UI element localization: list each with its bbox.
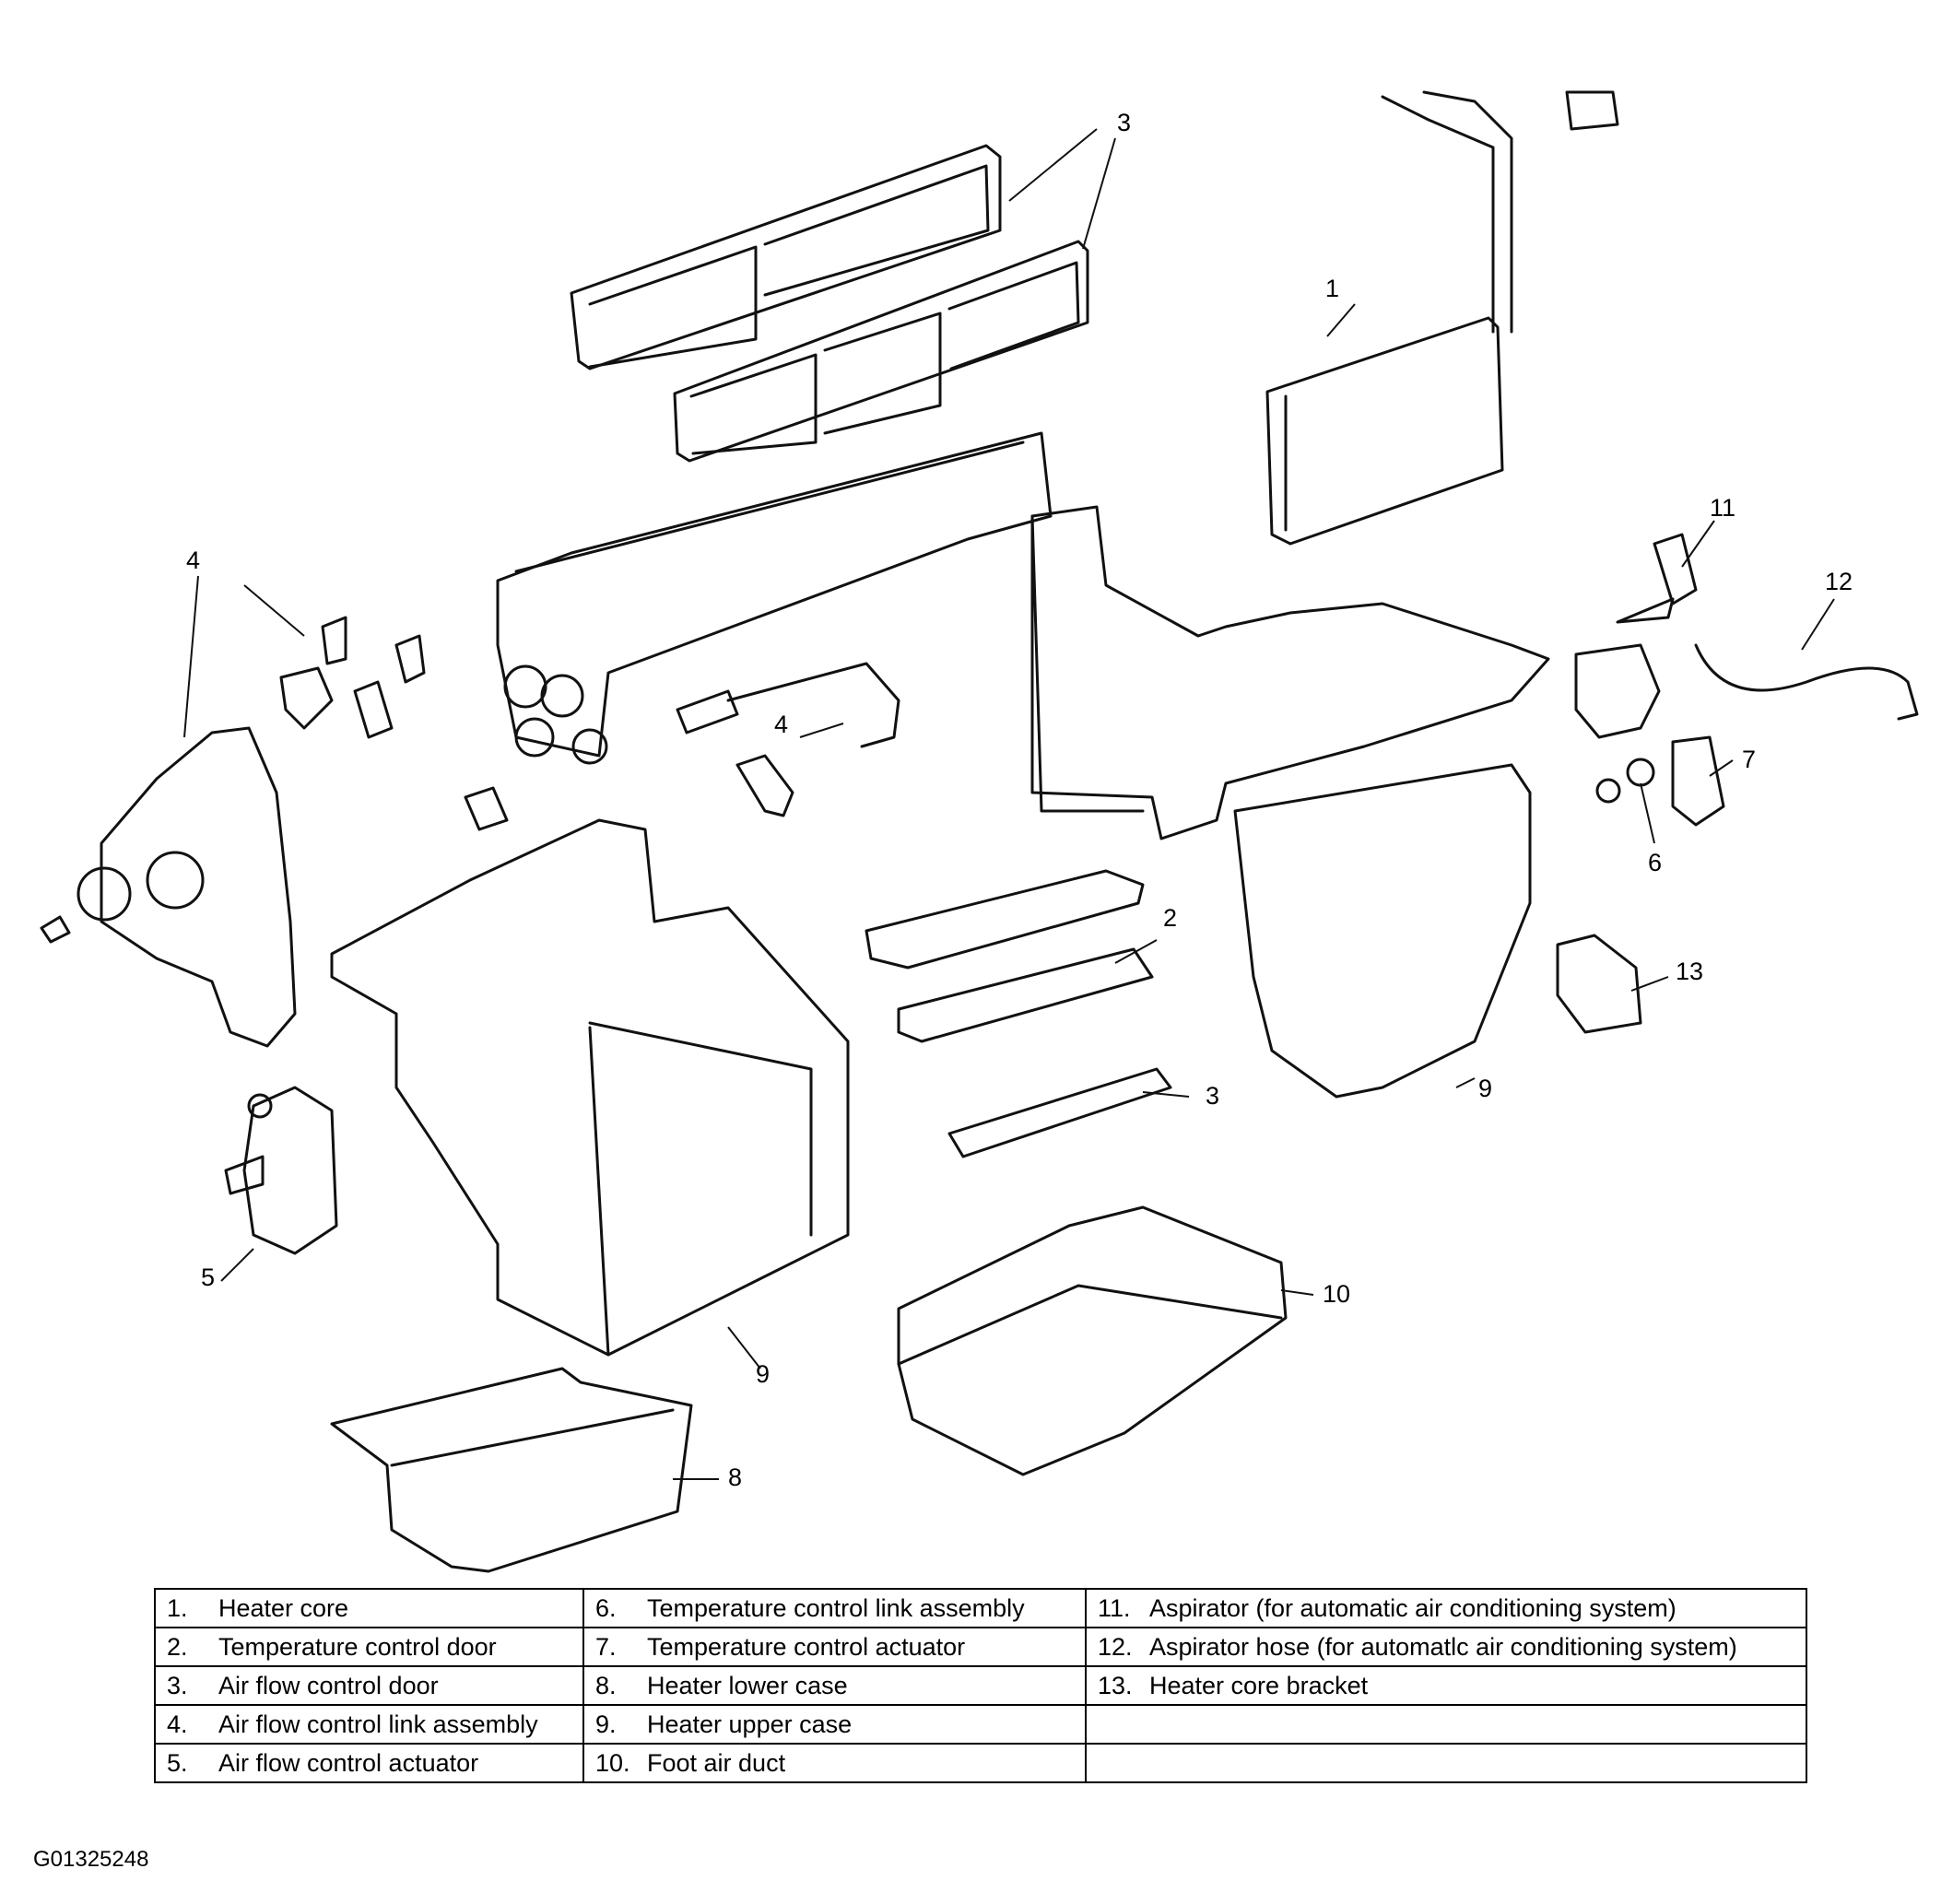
- legend-cell: 4. Air flow control link assembly: [154, 1704, 584, 1745]
- legend-row: 4. Air flow control link assembly 9. Heate…: [154, 1704, 1807, 1745]
- callout-7: 7: [1742, 746, 1756, 773]
- callout-5: 5: [201, 1263, 215, 1291]
- legend-number: 13.: [1098, 1671, 1133, 1699]
- legend-number: 3.: [167, 1671, 188, 1699]
- legend-label: Heater lower case: [647, 1671, 848, 1699]
- aspirator-hose: [1694, 643, 1919, 721]
- heater-upper-case-top: [496, 431, 1053, 765]
- legend-cell: 7. Temperature control actuator: [582, 1627, 1087, 1667]
- legend-cell: 3. Air flow control door: [154, 1665, 584, 1706]
- callout-8: 8: [728, 1463, 742, 1491]
- legend-number: 6.: [595, 1593, 617, 1622]
- callout-numbers: 1 3 4 4 2 3 5 8 9 9 10 11 12 7 6 13: [186, 109, 1853, 1491]
- legend-label: Temperature control actuator: [647, 1632, 966, 1661]
- callout-3-top: 3: [1117, 109, 1131, 136]
- callout-11: 11: [1710, 494, 1735, 522]
- heater-upper-case-right: [1030, 505, 1550, 1099]
- legend-label: Air flow control link assembly: [218, 1710, 538, 1738]
- aspirator: [1616, 533, 1698, 624]
- callout-9-right: 9: [1478, 1075, 1492, 1102]
- legend-cell: 6. Temperature control link assembly: [582, 1588, 1087, 1628]
- callout-2: 2: [1163, 904, 1177, 932]
- legend-number: 4.: [167, 1710, 188, 1738]
- foot-air-duct: [897, 1205, 1288, 1476]
- legend-row: 2. Temperature control door 7. Temperature…: [154, 1627, 1807, 1667]
- legend-number: 1.: [167, 1593, 188, 1622]
- legend-number: 8.: [595, 1671, 617, 1699]
- heater-lower-case: [330, 1367, 693, 1573]
- blower-housing: [40, 726, 297, 1048]
- legend-number: 9.: [595, 1710, 617, 1738]
- temperature-control-doors: [865, 869, 1172, 1158]
- legend-label: Aspirator (for automatic air conditionin…: [1149, 1593, 1677, 1622]
- legend-row: 3. Air flow control door 8. Heater lower c…: [154, 1665, 1807, 1706]
- leader-lines: [183, 128, 1835, 1480]
- air-flow-control-door-grilles: [570, 144, 1089, 463]
- legend-label: Temperature control link assembly: [647, 1593, 1025, 1622]
- callout-9-left: 9: [756, 1360, 770, 1388]
- legend-cell: 13. Heater core bracket: [1085, 1665, 1807, 1706]
- legend-cell-empty: [1085, 1743, 1807, 1783]
- air-flow-control-link-assembly-right: [676, 662, 900, 817]
- legend-cell: 9. Heater upper case: [582, 1704, 1087, 1745]
- legend-label: Temperature control door: [218, 1632, 497, 1661]
- legend-row: 5. Air flow control actuator 10. Foot air …: [154, 1743, 1807, 1783]
- heater-core-bracket: [1556, 643, 1661, 1034]
- legend-number: 10.: [595, 1748, 630, 1777]
- legend-cell-empty: [1085, 1704, 1807, 1745]
- temperature-control-actuator: [1671, 735, 1725, 827]
- legend-cell: 12. Aspirator hose (for automatlc air con…: [1085, 1627, 1807, 1667]
- legend-cell: 5. Air flow control actuator: [154, 1743, 584, 1783]
- callout-10: 10: [1323, 1280, 1350, 1308]
- legend-cell: 11. Aspirator (for automatic air conditio…: [1085, 1588, 1807, 1628]
- legend-number: 11.: [1098, 1593, 1131, 1622]
- air-flow-control-actuator: [224, 1086, 338, 1255]
- legend-cell: 10. Foot air duct: [582, 1743, 1087, 1783]
- heater-core: [1265, 90, 1619, 546]
- parts-legend-table: 1. Heater core 6. Temperature control link…: [154, 1588, 1807, 1783]
- figure-id: G01325248: [33, 1847, 149, 1872]
- callout-1: 1: [1325, 275, 1339, 302]
- legend-label: Air flow control actuator: [218, 1748, 479, 1777]
- legend-number: 5.: [167, 1748, 188, 1777]
- legend-number: 12.: [1098, 1632, 1133, 1661]
- legend-label: Air flow control door: [218, 1671, 439, 1699]
- callout-4-left: 4: [186, 547, 200, 574]
- legend-number: 2.: [167, 1632, 188, 1661]
- heater-upper-case-body: [330, 818, 850, 1357]
- legend-label: Aspirator hose (for automatlc air condit…: [1149, 1632, 1737, 1661]
- legend-cell: 2. Temperature control door: [154, 1627, 584, 1667]
- legend-cell: 8. Heater lower case: [582, 1665, 1087, 1706]
- air-flow-control-link-assembly-left: [279, 616, 509, 831]
- legend-number: 7.: [595, 1632, 617, 1661]
- temperature-control-link-assembly: [1595, 758, 1655, 804]
- legend-cell: 1. Heater core: [154, 1588, 584, 1628]
- callout-4-right: 4: [774, 711, 788, 738]
- legend-row: 1. Heater core 6. Temperature control link…: [154, 1588, 1807, 1628]
- legend-label: Foot air duct: [647, 1748, 786, 1777]
- callout-3-middle: 3: [1206, 1082, 1219, 1110]
- callout-13: 13: [1676, 958, 1703, 985]
- legend-label: Heater core bracket: [1149, 1671, 1369, 1699]
- legend-label: Heater upper case: [647, 1710, 853, 1738]
- callout-12: 12: [1825, 568, 1853, 595]
- exploded-parts-diagram: 1 3 4 4 2 3 5 8 9 9 10 11 12 7 6 13: [40, 90, 1919, 1573]
- legend-label: Heater core: [218, 1593, 349, 1622]
- callout-6: 6: [1648, 849, 1662, 876]
